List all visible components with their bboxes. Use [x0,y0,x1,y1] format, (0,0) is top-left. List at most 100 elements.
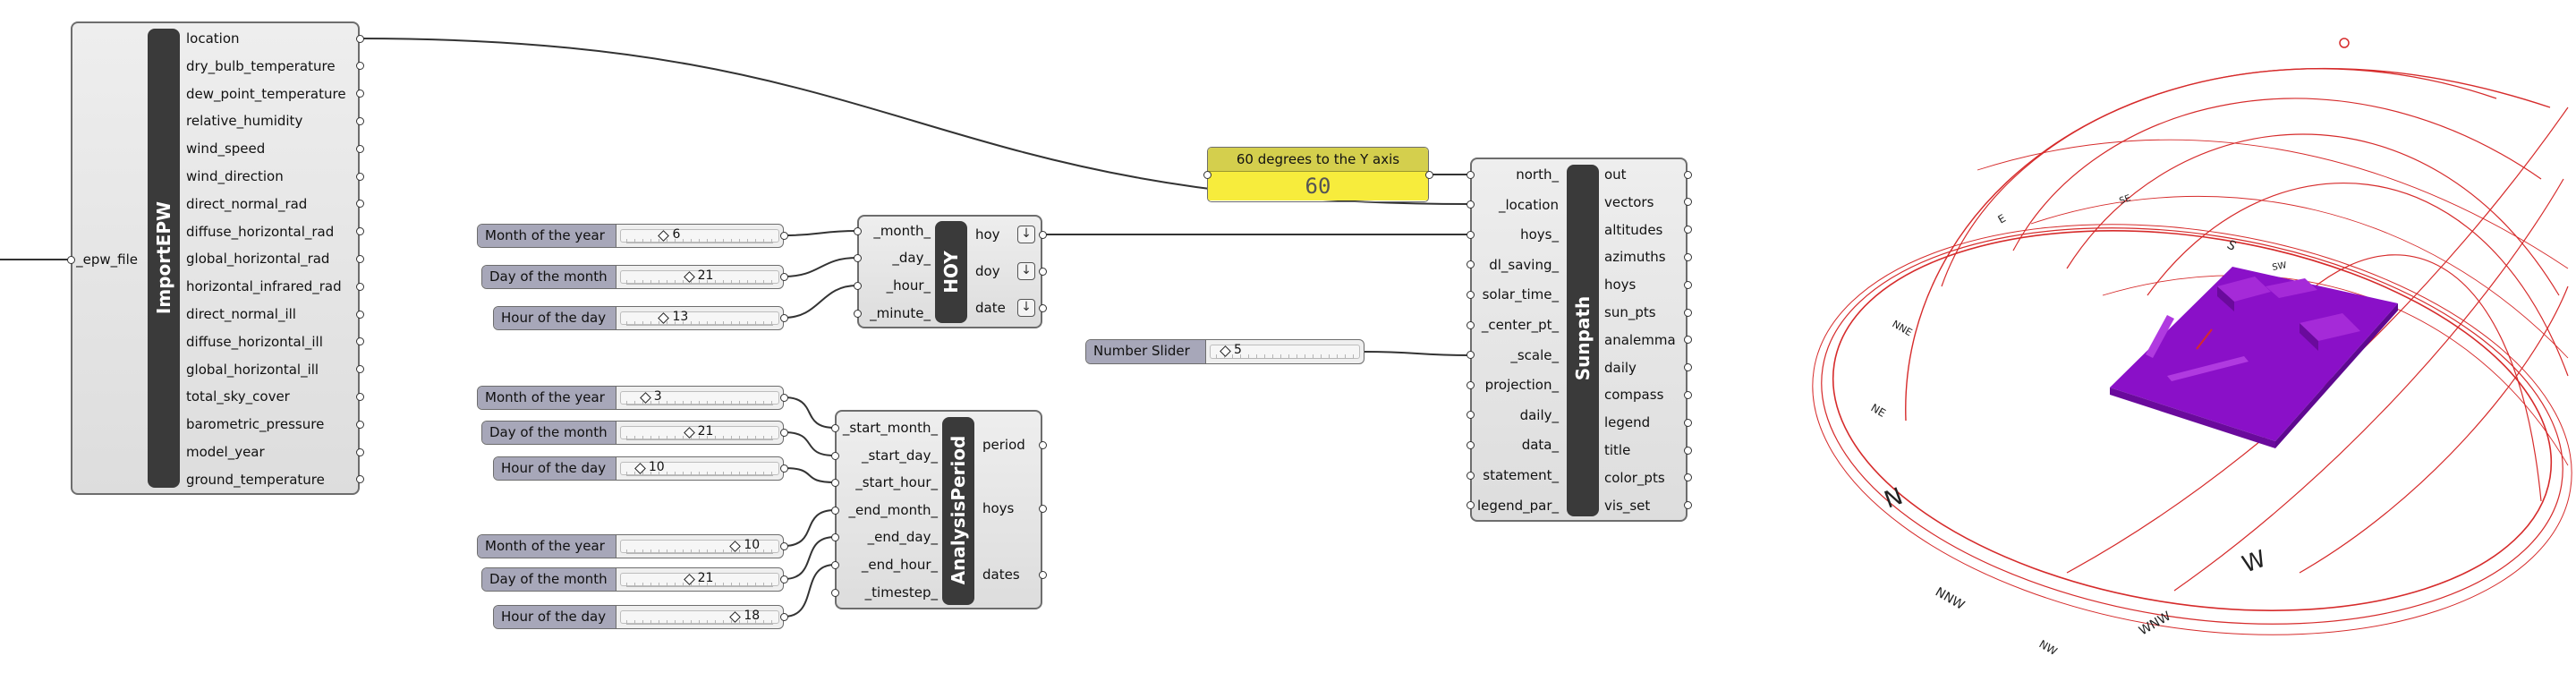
sunpath-output-port[interactable] [1683,170,1692,179]
date-download-icon[interactable]: ↓ [1017,299,1035,317]
hoy-output-port[interactable] [1038,230,1047,239]
slider-track[interactable] [620,610,779,625]
importepw-output-port[interactable] [355,282,364,291]
slider-output-port[interactable] [779,393,788,402]
sunpath-output-port[interactable] [1683,501,1692,510]
slider-output-port[interactable] [779,428,788,437]
slider-track[interactable] [620,426,779,440]
slider-track[interactable] [620,462,779,476]
ap-input-port[interactable] [830,532,839,541]
slider-track[interactable] [620,391,779,405]
importepw-output-port[interactable] [355,144,364,153]
importepw-output-port[interactable] [355,392,364,401]
doy-download-icon[interactable]: ↓ [1017,262,1035,280]
slider-output-port[interactable] [779,313,788,322]
panel-output-port[interactable] [1424,170,1433,179]
sunpath-input-port[interactable] [1466,351,1475,360]
ap-input-port[interactable] [830,478,839,487]
panel-value[interactable]: 60 [1208,172,1428,200]
sunpath-component[interactable]: Sunpath [1470,158,1688,522]
ap-input-port[interactable] [830,423,839,432]
sunpath-input-port[interactable] [1466,170,1475,179]
importepw-output-port[interactable] [355,365,364,374]
importepw-component[interactable]: ImportEPW _epw_file [71,21,360,495]
sunpath-output-port[interactable] [1683,446,1692,455]
slider-track[interactable] [1210,345,1360,359]
hoy-output-port[interactable] [1038,303,1047,312]
sunpath-input-port[interactable] [1466,260,1475,269]
sunpath-output-port[interactable] [1683,336,1692,345]
importepw-output-port[interactable] [355,34,364,43]
ap-input-port[interactable] [830,506,839,515]
slider-output-port[interactable] [779,272,788,281]
slider-output-port[interactable] [779,231,788,240]
sunpath-input-port[interactable] [1466,200,1475,209]
ap-output-port[interactable] [1038,570,1047,579]
slider-output-port[interactable] [779,575,788,584]
slider-track[interactable] [620,311,779,326]
sunpath-output-port[interactable] [1683,226,1692,234]
importepw-output-port[interactable] [355,116,364,125]
sunpath-input-port[interactable] [1466,411,1475,420]
ap-input-port[interactable] [830,560,839,569]
importepw-output-port[interactable] [355,200,364,209]
hoy-component[interactable]: HOY ↓ ↓ ↓ [857,215,1042,328]
panel-input-port[interactable] [1203,170,1211,179]
ap-output-port[interactable] [1038,440,1047,449]
sunpath-input-port[interactable] [1466,290,1475,299]
angle-panel[interactable]: 60 degrees to the Y axis 60 [1207,147,1429,202]
importepw-input-port[interactable] [66,255,75,264]
sunpath-output-port[interactable] [1683,252,1692,261]
hoy-input-port[interactable] [853,309,862,318]
hoy-input-port[interactable] [853,226,862,235]
importepw-output-port[interactable] [355,475,364,484]
sunpath-input-port[interactable] [1466,471,1475,480]
sunpath-input-port[interactable] [1466,440,1475,449]
importepw-output-port[interactable] [355,420,364,429]
hoy-input-port[interactable] [853,281,862,290]
importepw-output-port[interactable] [355,337,364,346]
ap-output-port[interactable] [1038,504,1047,513]
slider-track[interactable] [620,540,779,554]
sunpath-input-port[interactable] [1466,380,1475,389]
slider-output-port[interactable] [779,612,788,621]
hoy-input-port[interactable] [853,253,862,262]
sunpath-output-port[interactable] [1683,418,1692,427]
hoy-output-port[interactable] [1038,267,1047,276]
sunpath-input-port[interactable] [1466,230,1475,239]
sunpath-output-port[interactable] [1683,308,1692,317]
hoy-download-icon[interactable]: ↓ [1017,226,1035,243]
importepw-output-port[interactable] [355,447,364,456]
importepw-output-port[interactable] [355,310,364,319]
slider-output-port[interactable] [779,464,788,473]
slider-track[interactable] [620,270,779,285]
importepw-output-port[interactable] [355,89,364,98]
ap-input-port[interactable] [830,451,839,460]
importepw-output-port[interactable] [355,227,364,236]
sunpath-input-port[interactable] [1466,320,1475,329]
sunpath-output-port[interactable] [1683,473,1692,482]
sunpath-output-port[interactable] [1683,198,1692,207]
sunpath-output-port[interactable] [1683,390,1692,399]
importepw-output-port[interactable] [355,254,364,263]
slider-track[interactable] [620,229,779,243]
sunpath-output-port[interactable] [1683,280,1692,289]
sunpath-input-port[interactable] [1466,501,1475,510]
slider-output-port[interactable] [779,541,788,550]
sunpath-output-port[interactable] [1683,363,1692,372]
importepw-output-port[interactable] [355,62,364,71]
number-slider[interactable]: Number Slider 5 [1085,339,1365,364]
importepw-output-port[interactable] [355,172,364,181]
slider-track[interactable] [620,573,779,587]
ap-input-port[interactable] [830,588,839,597]
